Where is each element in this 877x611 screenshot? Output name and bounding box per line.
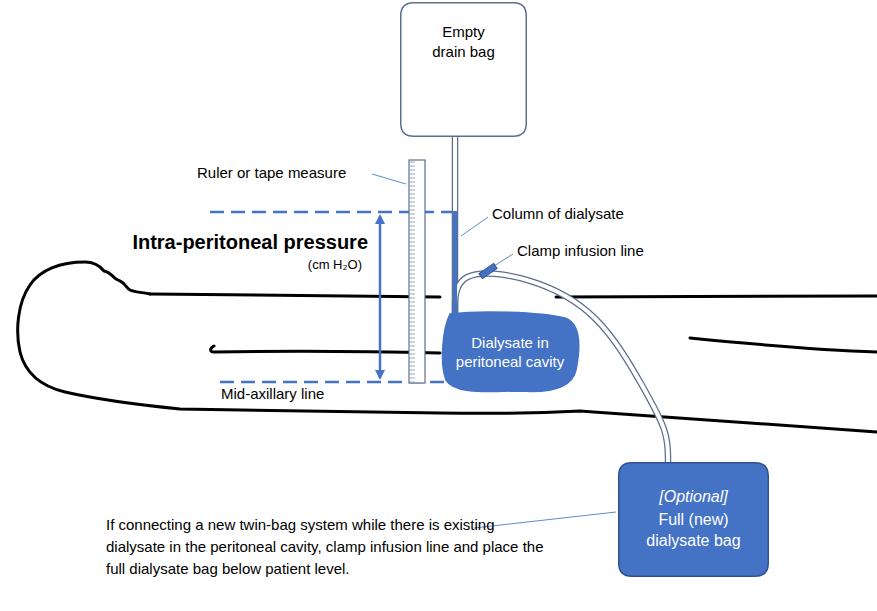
ruler <box>409 160 425 383</box>
dialysate-column <box>453 211 457 318</box>
peritoneal-dialysate: Dialysate in peritoneal cavity <box>440 310 580 394</box>
node-text-group: [Optional]Full (new) dialysate bag <box>618 487 769 551</box>
pressure-label: Intra-peritoneal pressure <box>132 230 368 254</box>
blob-shape <box>440 310 580 394</box>
node-label: Dialysate in peritoneal cavity <box>446 333 574 372</box>
unit-label: (cm H₂O) <box>308 257 362 273</box>
bag-outline <box>401 3 527 137</box>
node-label: Empty drain bag <box>424 22 503 61</box>
leader-line <box>372 174 406 184</box>
leader-line <box>461 217 488 236</box>
node-text-group: Empty drain bag <box>400 2 527 61</box>
node-text-group: Dialysate in peritoneal cavity <box>440 333 580 372</box>
ruler-ticks <box>410 161 425 383</box>
mid-axillary-label: Mid-axillary line <box>221 385 324 403</box>
pressure-arrow <box>379 216 382 378</box>
ruler-label: Ruler or tape measure <box>197 164 346 182</box>
bag-outline <box>619 463 769 577</box>
drain-bag: Empty drain bag <box>400 2 527 137</box>
clamp <box>479 263 497 278</box>
patient-arm-outline <box>211 346 440 353</box>
leader-line <box>474 512 616 528</box>
note-text: If connecting a new twin-bag system whil… <box>106 514 551 580</box>
mid-axillary-dashed-line <box>220 381 462 384</box>
node-label: Full (new) dialysate bag <box>640 510 747 552</box>
patient-chest-outline <box>150 294 440 297</box>
column-label: Column of dialysate <box>492 205 624 223</box>
clamp-label: Clamp infusion line <box>517 242 644 260</box>
patient-back-outline <box>18 262 877 432</box>
patient-leg-outline <box>690 338 877 352</box>
optional-tag: [Optional] <box>640 487 747 508</box>
leader-line <box>494 254 513 266</box>
blob-outline <box>443 312 579 392</box>
new-dialysate-bag: [Optional]Full (new) dialysate bag <box>618 462 769 577</box>
bag-shape <box>400 2 527 137</box>
patient-belly-outline <box>556 296 877 297</box>
